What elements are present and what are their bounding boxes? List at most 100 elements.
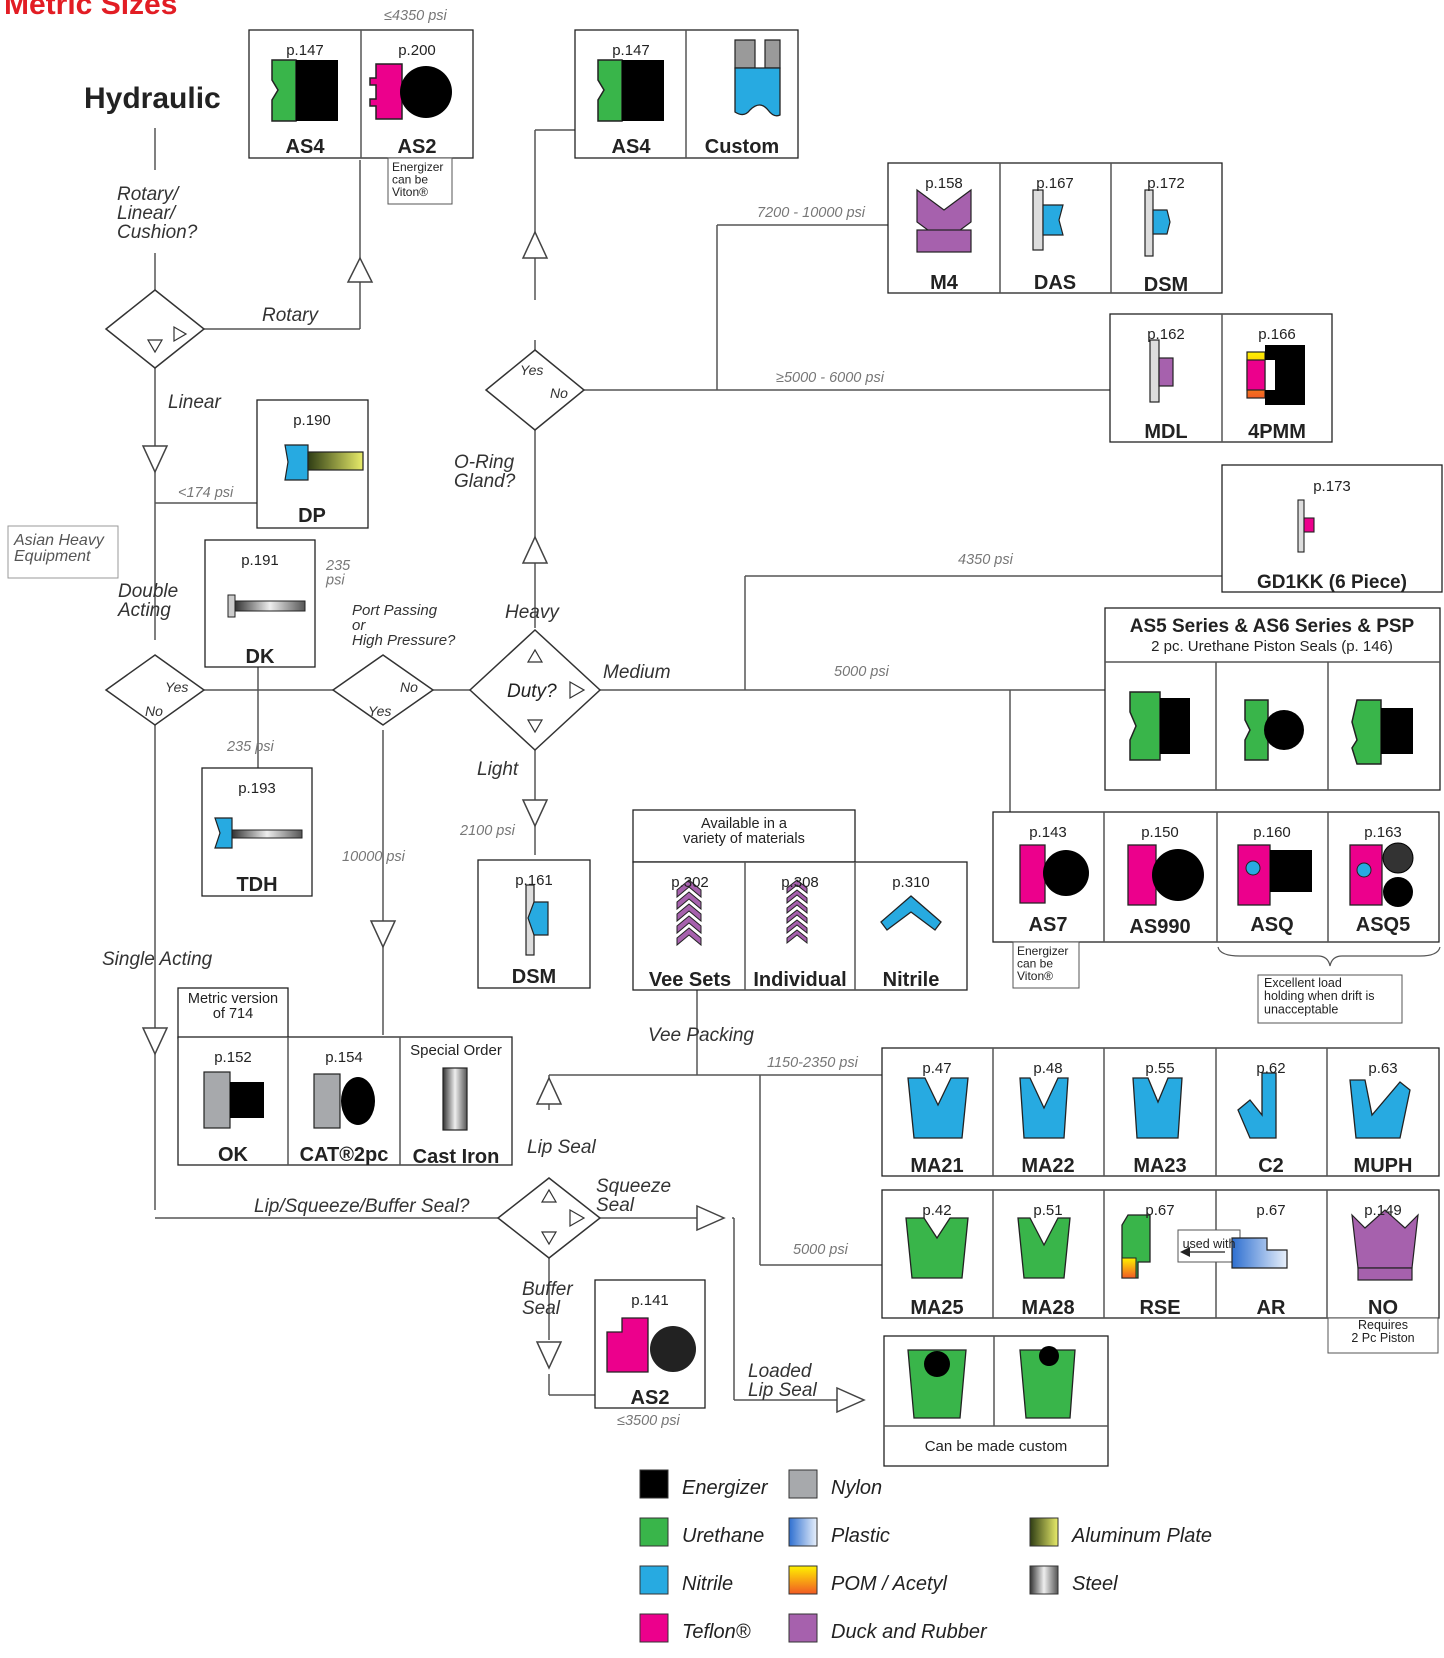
legend-item-urethane: Urethane (639, 1517, 764, 1547)
product-page: p.143 (1029, 824, 1067, 841)
product-page: p.190 (293, 412, 331, 429)
product-page: p.48 (1033, 1060, 1062, 1077)
legend-label: Steel (1072, 1573, 1118, 1595)
product-name: DAS (1034, 272, 1076, 294)
product-name: MA22 (1021, 1155, 1074, 1177)
p3500: ≤3500 psi (617, 1413, 681, 1429)
vee-packing-label: Vee Packing (648, 1025, 754, 1046)
legend-swatch (639, 1613, 669, 1643)
page-title: Metric Sizes (4, 0, 177, 21)
product-page: p.310 (892, 874, 930, 891)
rotary-label: Rotary (262, 305, 319, 326)
product-page: p.42 (922, 1202, 951, 1219)
p2100: 2100 psi (459, 823, 516, 839)
p235b: 235 psi (226, 739, 275, 755)
product-page: p.193 (238, 780, 276, 797)
product-page: p.147 (286, 42, 324, 59)
motion-question: Rotary/Linear/Cushion? (117, 184, 198, 243)
product-page: p.160 (1253, 824, 1291, 841)
product-page: p.150 (1141, 824, 1179, 841)
note-used-with: used with (1183, 1237, 1236, 1251)
product-name: Individual (753, 969, 846, 991)
legend-label: Teflon® (682, 1621, 751, 1643)
product-name: M4 (930, 272, 959, 294)
svg-text:Yes: Yes (520, 362, 543, 378)
legend-label: Nylon (831, 1477, 882, 1499)
decision-motion (104, 289, 206, 369)
product-name: MA25 (910, 1297, 963, 1319)
product-name: Vee Sets (649, 969, 731, 991)
product-page: p.154 (325, 1049, 363, 1066)
product-name: Nitrile (883, 969, 940, 991)
product-page: p.67 (1256, 1202, 1285, 1219)
product-name: ASQ5 (1356, 914, 1410, 936)
product-name: RSE (1139, 1297, 1180, 1319)
product-page: p.162 (1147, 326, 1185, 343)
product-page: p.200 (398, 42, 436, 59)
product-page: p.302 (671, 874, 709, 891)
svg-text:No: No (400, 679, 418, 695)
note-as5-series: AS5 Series & AS6 Series & PSP (1130, 616, 1415, 637)
legend-item-energizer: Energizer (639, 1469, 769, 1499)
p1150: 1150-2350 psi (767, 1055, 859, 1071)
product-name: AS990 (1129, 916, 1190, 938)
product-custom: Custom (705, 136, 779, 158)
legend-swatch (788, 1517, 818, 1547)
product-page: p.172 (1147, 175, 1185, 192)
product-page: p.47 (922, 1060, 951, 1077)
product-name: MA28 (1021, 1297, 1074, 1319)
product-name: NO (1368, 1297, 1398, 1319)
note-boxes (387, 157, 1439, 1354)
product-name: AS4 (612, 136, 652, 158)
product-cast-iron: Cast Iron (413, 1146, 500, 1168)
product-name: TDH (236, 874, 277, 896)
product-page: p.67 (1145, 1202, 1174, 1219)
product-name: OK (218, 1144, 249, 1166)
legend-label: Plastic (831, 1525, 890, 1547)
seal-type-question: Lip/Squeeze/Buffer Seal? (254, 1196, 470, 1217)
product-name: GD1KK (6 Piece) (1257, 572, 1407, 593)
root-label: Hydraulic (84, 82, 221, 115)
legend-label: Aluminum Plate (1071, 1525, 1212, 1547)
product-name: DSM (512, 966, 556, 988)
legend-item-steel: Steel (1029, 1565, 1118, 1595)
product-name: DK (246, 646, 275, 668)
product-name: DP (298, 505, 326, 527)
note-custom: Can be made custom (925, 1438, 1068, 1455)
p4350: 4350 psi (958, 552, 1014, 568)
duty-question: Duty? (507, 681, 557, 702)
svg-text:Yes: Yes (165, 679, 188, 695)
product-page: p.62 (1256, 1060, 1285, 1077)
lip-seal-label: Lip Seal (527, 1137, 596, 1158)
product-page: p.63 (1368, 1060, 1397, 1077)
legend-item-plastic: Plastic (788, 1517, 890, 1547)
product-icons (203, 39, 1419, 1419)
